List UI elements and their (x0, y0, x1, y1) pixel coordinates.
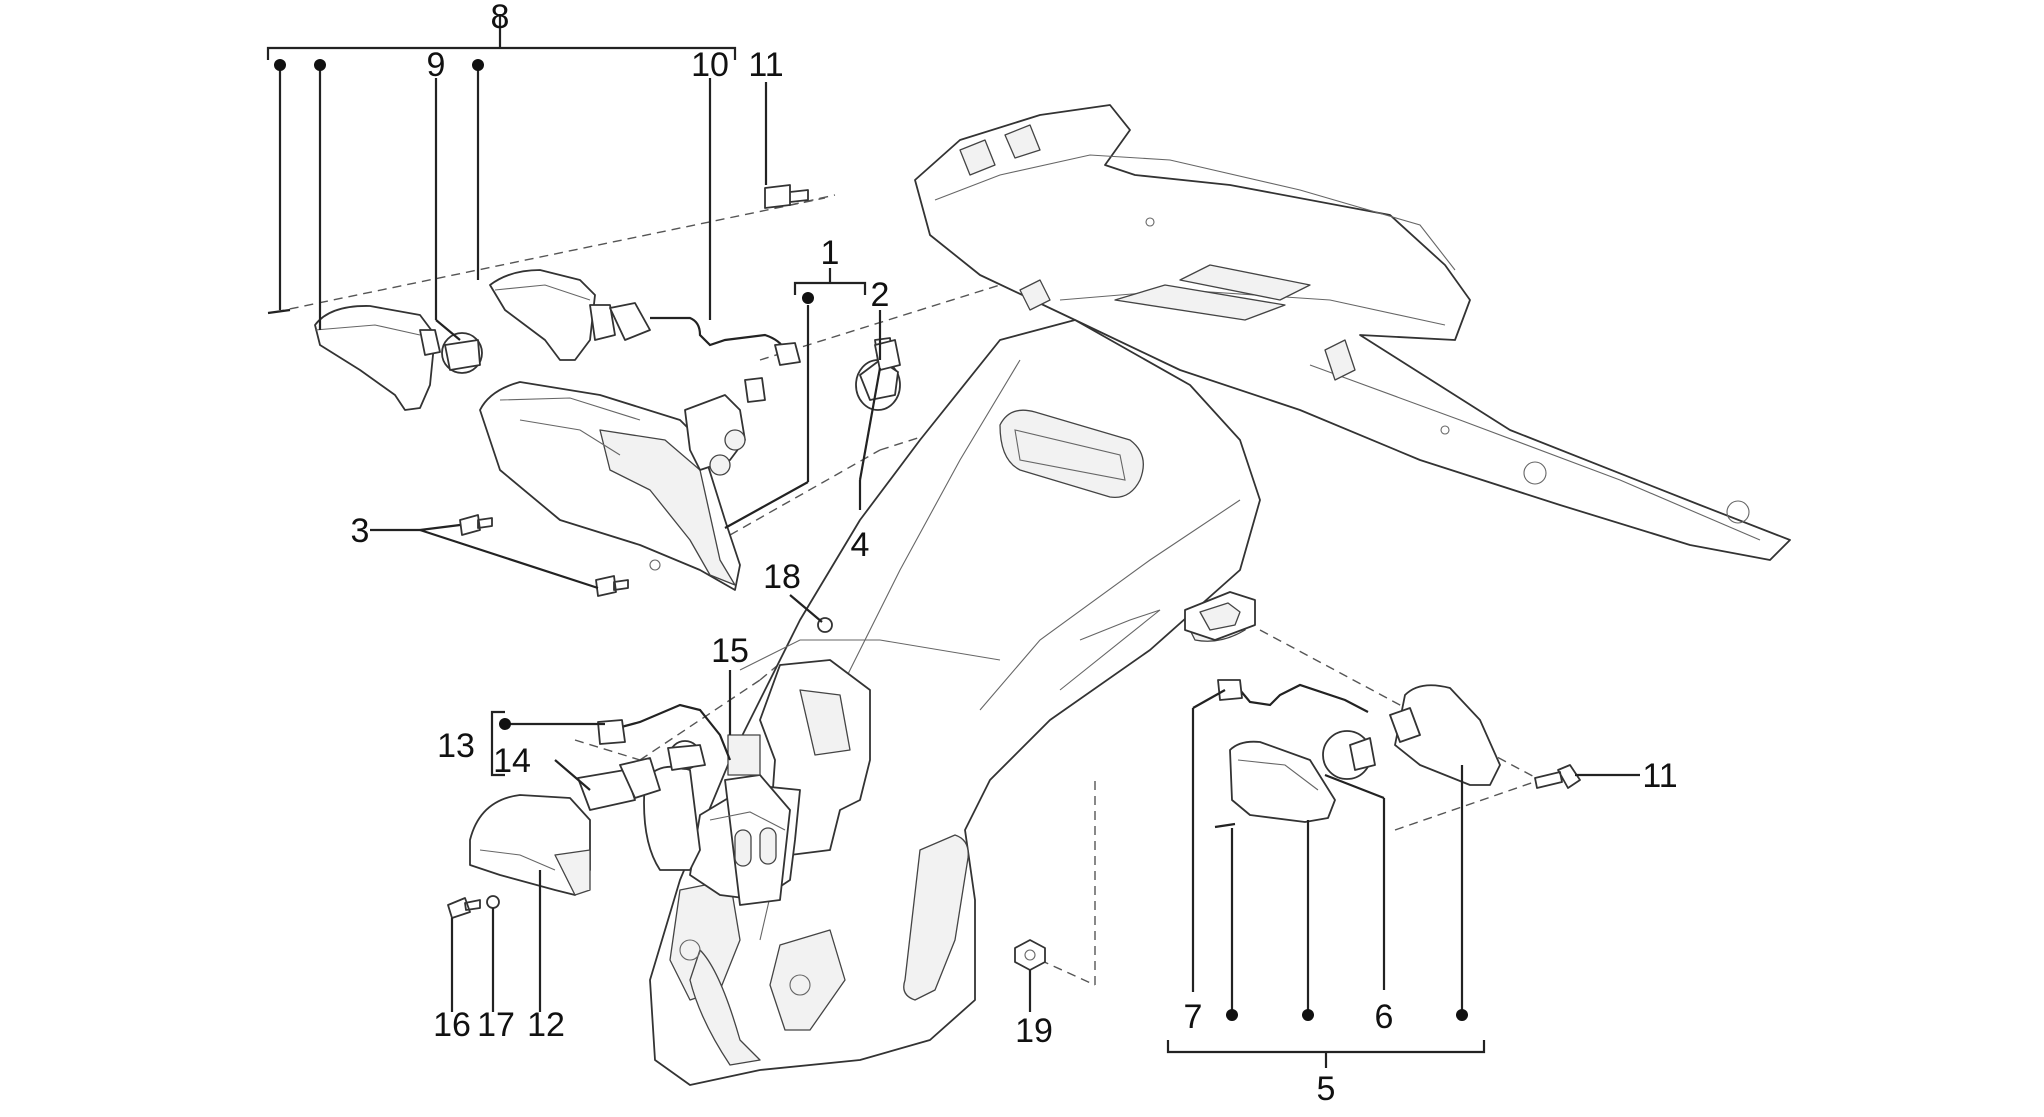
screw-11-right (1534, 764, 1581, 789)
label-16: 16 (433, 1006, 471, 1044)
plate-lamp (469, 703, 732, 896)
label-17: 17 (477, 1006, 515, 1044)
license-plate-lamp-holder (643, 659, 871, 906)
label-8: 8 (491, 0, 510, 36)
label-2: 2 (871, 276, 890, 314)
label-11-right: 11 (1642, 757, 1677, 795)
marker-dots (274, 59, 1468, 1021)
screw-11-top (764, 184, 809, 209)
label-12: 12 (527, 1006, 565, 1044)
nut-19 (1014, 939, 1046, 971)
label-7: 7 (1184, 998, 1203, 1036)
leader-lines (266, 14, 1640, 1068)
label-11-top: 11 (748, 46, 783, 84)
screw-8-small (267, 308, 291, 315)
fasteners (267, 184, 1581, 971)
turn-signal-rear-left (314, 269, 894, 411)
label-18: 18 (763, 558, 801, 596)
rear-body-assembly (649, 104, 1791, 1086)
screw-16 (447, 897, 481, 919)
rear-fairing (914, 104, 1791, 561)
label-14: 14 (493, 742, 531, 780)
label-5: 5 (1317, 1070, 1336, 1108)
label-15: 15 (711, 632, 749, 670)
label-4: 4 (851, 526, 870, 564)
turn-signal-rear-right (1184, 591, 1501, 823)
tail-light (479, 381, 746, 591)
part-number-labels: 8 9 10 11 1 2 3 4 18 15 13 14 11 16 17 1… (351, 0, 1678, 1108)
label-6: 6 (1375, 998, 1394, 1036)
label-3: 3 (351, 512, 370, 550)
clip-4 (874, 339, 901, 371)
label-10: 10 (691, 46, 729, 84)
screw-3-top (459, 514, 493, 536)
label-1: 1 (821, 234, 840, 272)
screw-3-bottom (595, 575, 629, 597)
label-19: 19 (1015, 1012, 1053, 1050)
screw-5-small (1214, 822, 1236, 829)
washer-17 (486, 895, 500, 909)
label-9: 9 (427, 46, 446, 84)
label-13: 13 (437, 727, 475, 765)
